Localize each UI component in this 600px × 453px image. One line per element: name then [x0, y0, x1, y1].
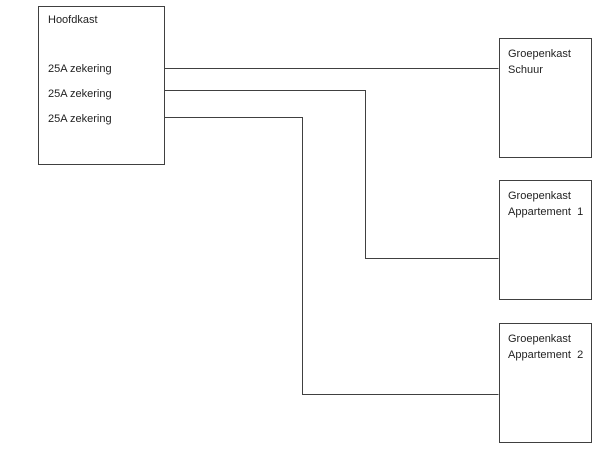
sub-panel-schuur-box: Groepenkast Schuur	[499, 38, 592, 158]
fuse-label-3: 25A zekering	[48, 113, 112, 125]
sub-panel-appartement-1-title-line1: Groepenkast	[508, 190, 571, 202]
fuse-label-2: 25A zekering	[48, 88, 112, 100]
sub-panel-appartement-1-title-line2: Appartement 1	[508, 206, 584, 218]
sub-panel-appartement-2-title-line2: Appartement 2	[508, 349, 584, 361]
connector-appartement-2	[165, 117, 499, 395]
fuse-label-1: 25A zekering	[48, 63, 112, 75]
main-panel-box: Hoofdkast 25A zekering 25A zekering 25A …	[38, 6, 165, 165]
sub-panel-appartement-2-title-line1: Groepenkast	[508, 333, 571, 345]
connector-appartement-1	[165, 90, 499, 259]
main-panel-title: Hoofdkast	[48, 14, 98, 26]
sub-panel-schuur-title-line2: Schuur	[508, 64, 543, 76]
sub-panel-appartement-2-box: Groepenkast Appartement 2	[499, 323, 592, 443]
sub-panel-appartement-1-box: Groepenkast Appartement 1	[499, 180, 592, 300]
sub-panel-schuur-title-line1: Groepenkast	[508, 48, 571, 60]
